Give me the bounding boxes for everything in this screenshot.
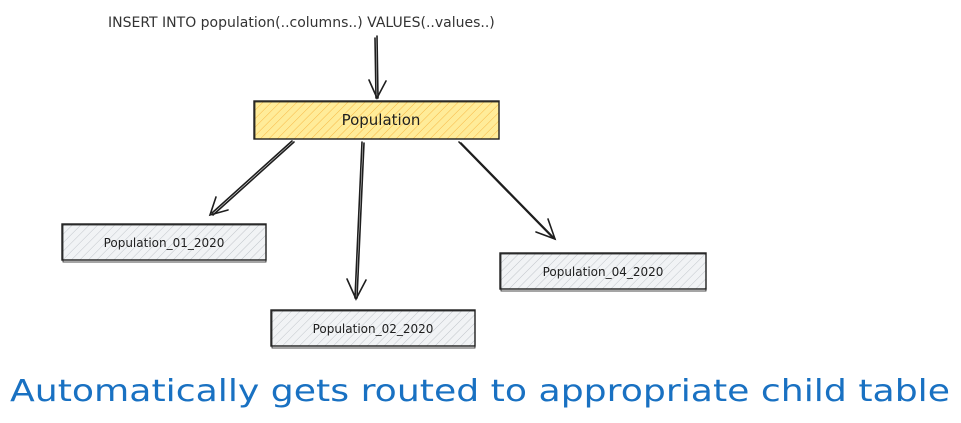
child-table-label-04: Population_04_2020 bbox=[543, 265, 664, 279]
root-to-child-01-arrow bbox=[208, 140, 295, 217]
routing-caption: Automatically gets routed to appropriate… bbox=[10, 374, 950, 409]
query-to-root-arrow bbox=[368, 35, 387, 100]
child-table-node-01: Population_01_2020 bbox=[61, 223, 267, 263]
child-table-label-01: Population_01_2020 bbox=[104, 236, 225, 250]
child-table-node-04: Population_04_2020 bbox=[499, 252, 707, 292]
root-to-child-02-arrow bbox=[346, 141, 367, 301]
insert-query-text: INSERT INTO population(..columns..) VALU… bbox=[108, 15, 495, 31]
population-table-label: Population bbox=[342, 111, 421, 129]
child-table-node-02: Population_02_2020 bbox=[270, 309, 476, 349]
population-table-node: Population bbox=[253, 100, 500, 140]
root-to-child-04-arrow bbox=[458, 141, 557, 241]
child-table-label-02: Population_02_2020 bbox=[313, 322, 434, 336]
